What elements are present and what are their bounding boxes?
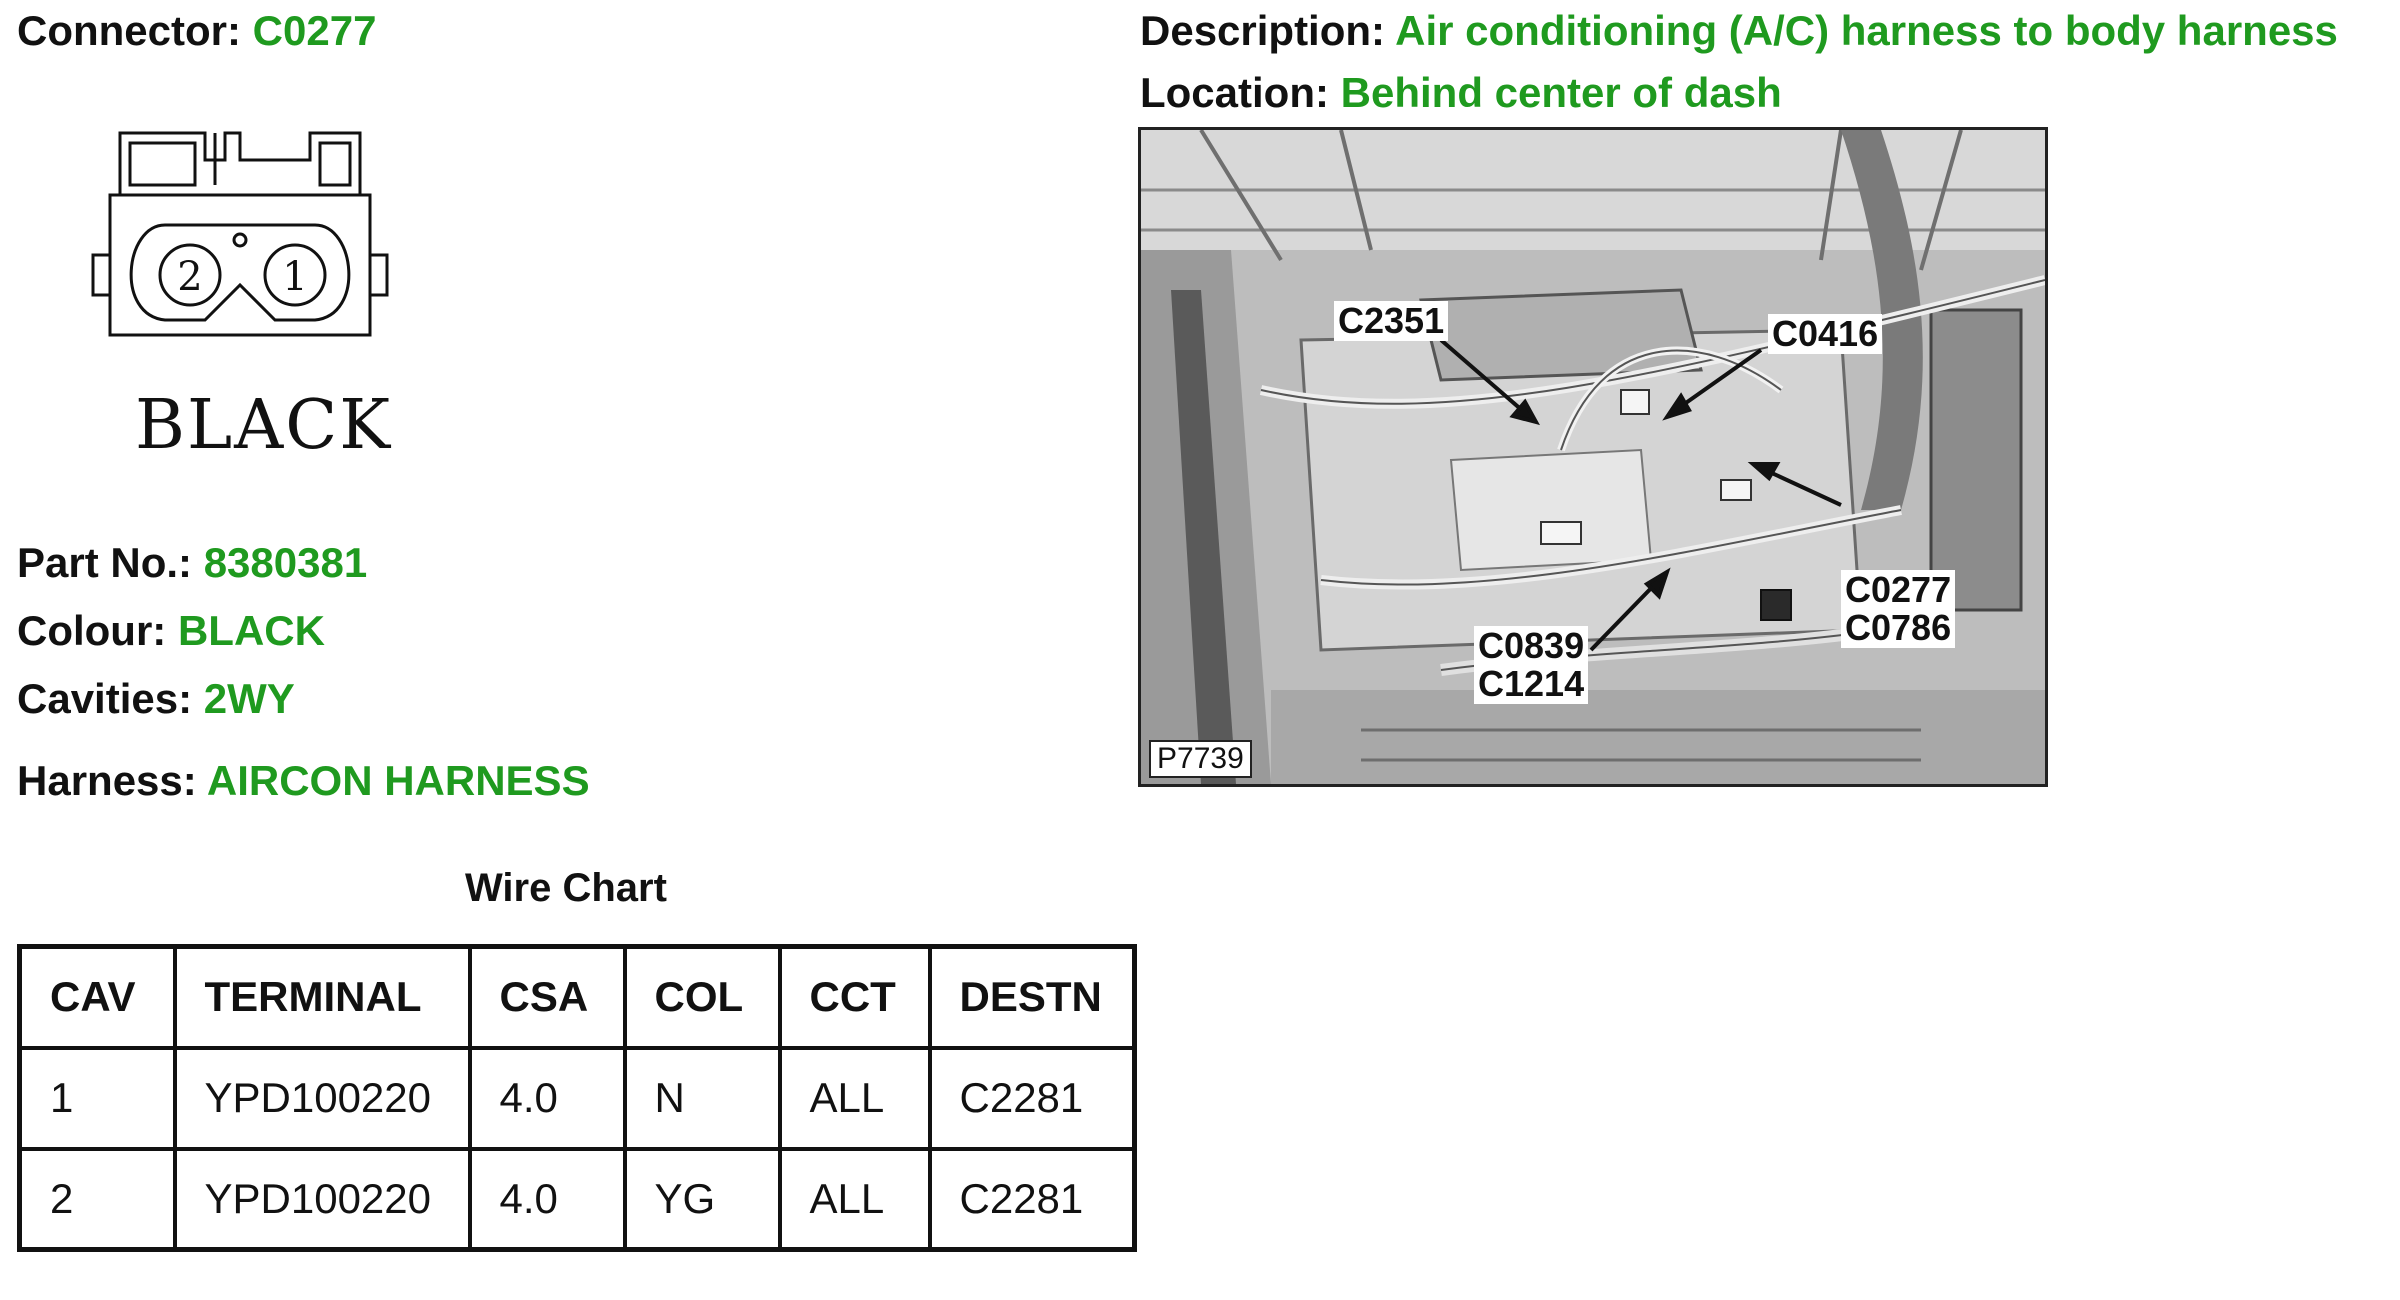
description-value: Air conditioning (A/C) harness to body h… xyxy=(1395,7,2338,54)
cell-csa: 4.0 xyxy=(467,1146,627,1252)
cell-cct: ALL xyxy=(777,1045,932,1151)
location-value: Behind center of dash xyxy=(1340,69,1782,116)
part-no-label: Part No.: xyxy=(17,539,193,586)
callout-c0839: C0839 xyxy=(1474,626,1589,666)
header-cav: CAV xyxy=(17,944,177,1050)
location-label: Location: xyxy=(1140,69,1329,116)
callout-c1214: C1214 xyxy=(1474,664,1589,704)
connector-colour-caption: BLACK xyxy=(135,386,393,465)
harness-line: Harness: AIRCON HARNESS xyxy=(17,760,590,802)
connector-label: Connector: xyxy=(17,7,241,54)
table-row: 2 YPD100220 4.0 YG ALL C2281 xyxy=(17,1146,1137,1252)
cell-terminal: YPD100220 xyxy=(172,1146,472,1252)
wire-chart-table: CAV TERMINAL CSA COL CCT DESTN 1 YPD1002… xyxy=(17,944,1137,1252)
callout-c2351: C2351 xyxy=(1334,301,1449,341)
dash-illustration xyxy=(1141,130,2045,784)
cell-terminal: YPD100220 xyxy=(172,1045,472,1151)
cell-cct: ALL xyxy=(777,1146,932,1252)
wire-chart-header-row: CAV TERMINAL CSA COL CCT DESTN xyxy=(17,944,1137,1050)
header-terminal: TERMINAL xyxy=(172,944,472,1050)
cell-col: YG xyxy=(622,1146,782,1252)
colour-label: Colour: xyxy=(17,607,167,654)
wire-chart-title: Wire Chart xyxy=(465,866,667,910)
cavities-value: 2WY xyxy=(203,675,295,722)
connector-face-diagram: 2 1 xyxy=(91,131,389,337)
header-cct: CCT xyxy=(777,944,932,1050)
cavity-1-label: 1 xyxy=(282,254,307,300)
cell-destn: C2281 xyxy=(927,1045,1137,1151)
description-label: Description: xyxy=(1140,7,1386,54)
callout-c0786: C0786 xyxy=(1841,608,1956,648)
cell-cav: 1 xyxy=(17,1045,177,1151)
harness-value: AIRCON HARNESS xyxy=(206,757,590,804)
cell-destn: C2281 xyxy=(927,1146,1137,1252)
part-no-line: Part No.: 8380381 xyxy=(17,542,367,584)
photo-reference-label: P7739 xyxy=(1149,740,1252,778)
callout-c0416: C0416 xyxy=(1768,314,1883,354)
location-line: Location: Behind center of dash xyxy=(1140,72,1782,114)
cavities-line: Cavities: 2WY xyxy=(17,678,295,720)
cavities-label: Cavities: xyxy=(17,675,193,722)
table-row: 1 YPD100220 4.0 N ALL C2281 xyxy=(17,1045,1137,1151)
part-no-value: 8380381 xyxy=(203,539,368,586)
harness-label: Harness: xyxy=(17,757,197,804)
connector-value: C0277 xyxy=(252,7,377,54)
header-destn: DESTN xyxy=(927,944,1137,1050)
colour-value: BLACK xyxy=(177,607,325,654)
location-photo: C2351 C0416 C0277 C0786 C0839 C1214 P773… xyxy=(1138,127,2048,787)
connector-line: Connector: C0277 xyxy=(17,10,376,52)
cell-cav: 2 xyxy=(17,1146,177,1252)
cell-col: N xyxy=(622,1045,782,1151)
cell-csa: 4.0 xyxy=(467,1045,627,1151)
description-line: Description: Air conditioning (A/C) harn… xyxy=(1140,10,2338,52)
header-col: COL xyxy=(622,944,782,1050)
colour-line: Colour: BLACK xyxy=(17,610,325,652)
cavity-2-label: 2 xyxy=(177,254,202,300)
callout-c0277: C0277 xyxy=(1841,570,1956,610)
header-csa: CSA xyxy=(467,944,627,1050)
